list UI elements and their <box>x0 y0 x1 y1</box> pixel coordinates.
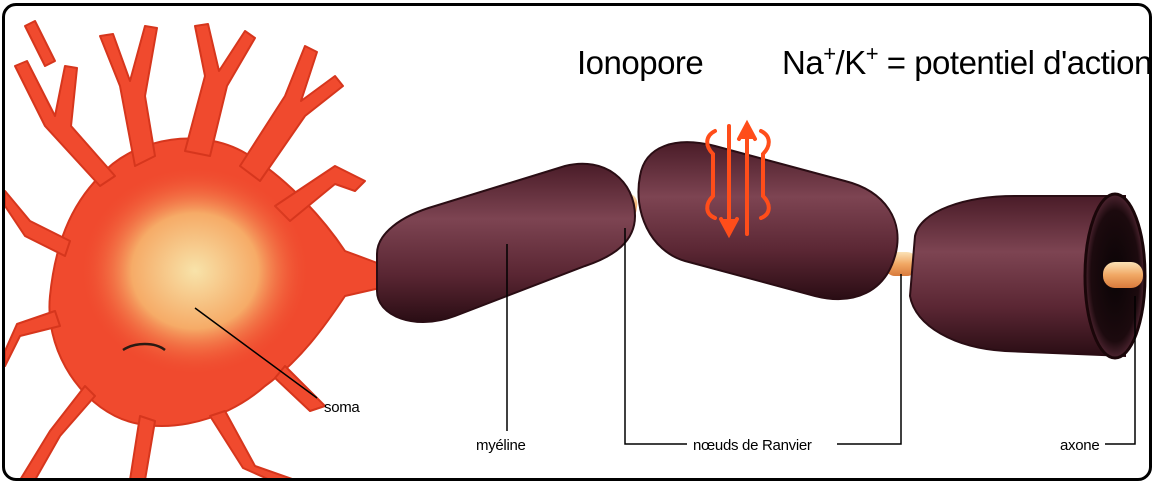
myelin-sheath <box>377 164 635 322</box>
axon-core-end <box>1103 262 1143 288</box>
noeuds-ranvier-label: nœuds de Ranvier <box>693 437 812 454</box>
dendrite <box>5 191 70 256</box>
action-potential-text: = potentiel d'action <box>878 44 1152 81</box>
dendrite <box>20 386 95 480</box>
dendrite <box>25 21 55 66</box>
dendrite <box>210 411 295 480</box>
soma-highlight <box>80 166 310 376</box>
action-potential-title: Na+/K+ = potentiel d'action <box>782 44 1152 82</box>
ion-na: Na <box>782 44 823 81</box>
axone-label: axone <box>1060 437 1099 454</box>
ion-na-charge: + <box>823 41 835 66</box>
dendrite <box>5 311 60 366</box>
myelin-sheath <box>638 142 897 299</box>
dendrite <box>130 416 155 480</box>
dendrite <box>100 26 157 166</box>
ion-k-charge: + <box>866 41 878 66</box>
ionopore-title: Ionopore <box>577 44 703 82</box>
ion-arrow-up-head <box>739 124 755 139</box>
diagram-frame: Ionopore Na+/K+ = potentiel d'action som… <box>2 3 1152 481</box>
noeuds-leader <box>625 228 687 444</box>
ion-separator: /K <box>836 44 866 81</box>
soma-label: soma <box>324 399 359 416</box>
dendrite <box>240 46 343 181</box>
dendrite <box>185 24 255 156</box>
myeline-label: myéline <box>476 437 526 454</box>
dendrite <box>15 61 115 186</box>
